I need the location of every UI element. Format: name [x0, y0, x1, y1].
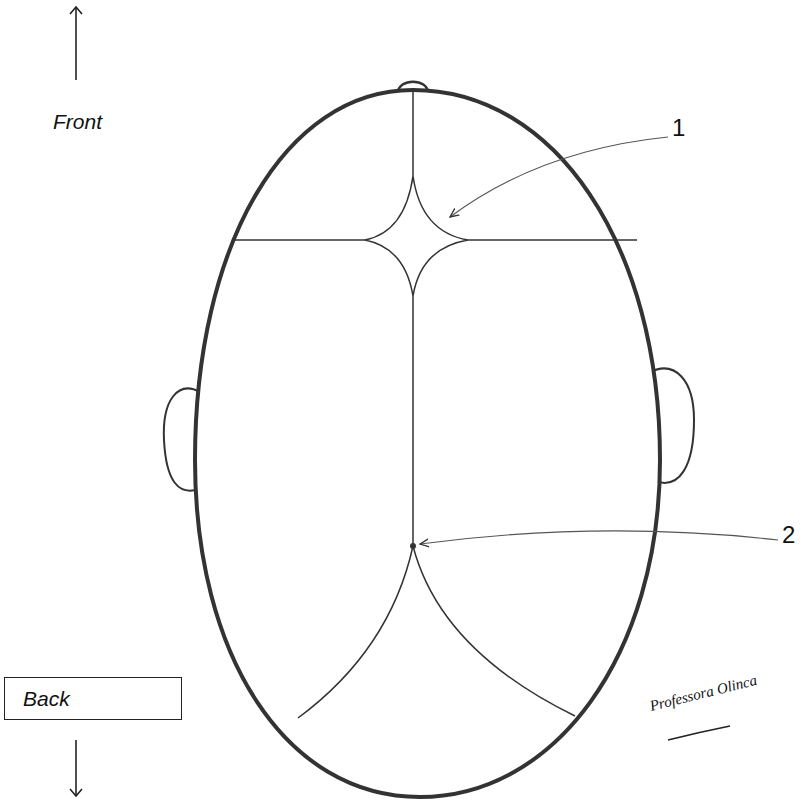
- front-arrow: [75, 7, 77, 80]
- skull-outline: [195, 90, 660, 797]
- lambdoid-suture: [298, 546, 413, 718]
- direction-label: Front: [53, 110, 102, 133]
- signature: Professora Olinca: [648, 672, 759, 715]
- coronal-suture: [232, 239, 365, 241]
- anterior-fontanelle: [365, 176, 468, 296]
- callout-number: 2: [782, 522, 795, 548]
- back-arrow: [75, 740, 77, 796]
- sagittal-suture: [412, 296, 414, 545]
- coronal-suture: [468, 239, 637, 241]
- metopic-suture: [412, 88, 414, 176]
- direction-label: Back: [23, 687, 70, 710]
- leader-line: [450, 137, 668, 217]
- leader-line: [420, 531, 778, 544]
- direction-box: Back: [4, 677, 182, 720]
- signature-underline: [668, 726, 730, 740]
- lambdoid-suture: [413, 546, 575, 716]
- callout-number: 1: [672, 115, 685, 141]
